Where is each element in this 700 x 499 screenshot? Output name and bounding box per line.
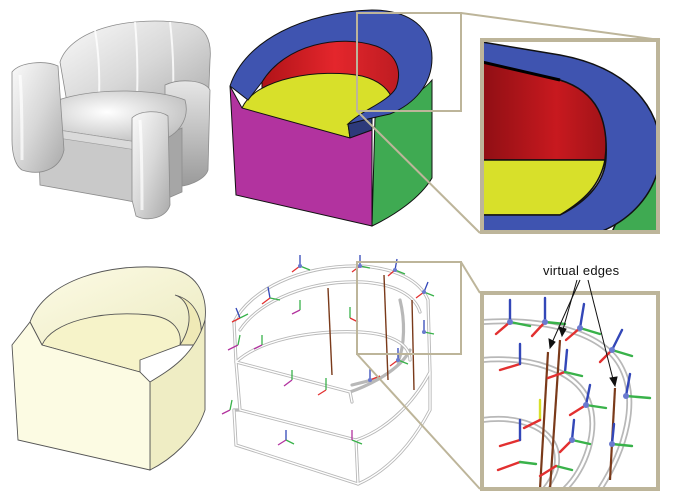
axis-frame — [253, 335, 263, 350]
axis-frame — [351, 255, 371, 273]
axis-frame — [538, 464, 574, 478]
axis-frame — [261, 286, 281, 305]
axis-frame — [498, 342, 522, 372]
cream-abstraction-model — [11, 266, 206, 471]
virtual-edge — [548, 339, 562, 489]
axis-frame — [283, 370, 293, 387]
segment-zoom-inset — [480, 38, 660, 234]
axis-frame — [522, 398, 542, 430]
bottom-inset-connectors — [356, 261, 481, 490]
virtual-edge — [538, 351, 550, 489]
axis-frame — [610, 422, 634, 448]
bottom-zoom-region — [356, 261, 462, 355]
axis-frame — [277, 430, 295, 446]
colored-segment-model — [229, 9, 433, 227]
axis-frame — [227, 334, 241, 351]
top-zoom-region — [356, 12, 462, 112]
axis-frame — [231, 307, 249, 323]
wireframe-frames-model — [221, 255, 435, 486]
virtual-edges-label: virtual edges — [543, 263, 620, 278]
axis-frame — [291, 255, 311, 273]
axis-frame — [496, 460, 538, 472]
axis-frame — [494, 298, 532, 336]
top-inset-frame — [480, 38, 660, 234]
axis-frame — [546, 348, 584, 380]
axis-frame — [564, 302, 602, 342]
shaded-armchair-render — [11, 20, 211, 220]
axis-frame — [568, 383, 608, 417]
axis-frame — [291, 300, 301, 315]
axis-frame — [624, 372, 652, 400]
axis-frame — [317, 378, 327, 396]
axis-frame — [221, 399, 233, 415]
axis-frame — [530, 296, 567, 338]
top-inset-connectors — [356, 12, 661, 234]
axis-frame — [498, 418, 522, 448]
bottom-inset-frame — [480, 291, 660, 491]
axis-frame — [351, 430, 363, 445]
wireframe-zoom-inset — [480, 291, 660, 491]
virtual-edges-arrows — [548, 279, 618, 388]
